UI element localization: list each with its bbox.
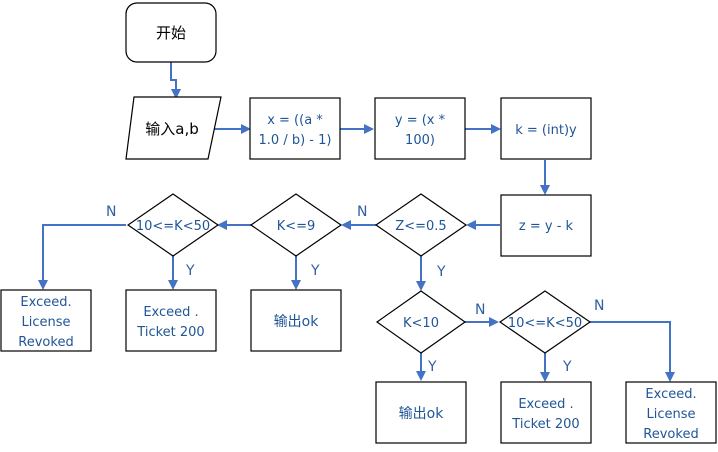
output-ticket-bottom-line1: Exceed . bbox=[518, 397, 573, 412]
output-ok-top: 输出ok bbox=[250, 289, 342, 352]
start-node: 开始 bbox=[125, 2, 217, 63]
arrow-range-no-to-revoked bbox=[38, 224, 126, 290]
start-label: 开始 bbox=[156, 24, 186, 42]
output-revoked-bottom-line2: License bbox=[646, 407, 695, 422]
yes-label: Y bbox=[427, 359, 437, 375]
process-y: y = (x * 100) bbox=[374, 97, 466, 160]
output-revoked-bottom: Exceed. License Revoked bbox=[625, 381, 717, 444]
arrow-range2-no-to-revoked bbox=[590, 321, 675, 382]
decision-range-top: 10<=K<50 bbox=[126, 193, 220, 257]
output-ticket-top: Exceed . Ticket 200 bbox=[125, 289, 217, 352]
process-y-line1: y = (x * bbox=[395, 113, 446, 128]
yes-label: Y bbox=[562, 359, 572, 375]
yes-label: Y bbox=[436, 264, 446, 280]
process-y-line2: 100) bbox=[405, 133, 435, 148]
input-label: 输入a,b bbox=[145, 120, 198, 138]
output-ticket-top-line2: Ticket 200 bbox=[136, 325, 204, 340]
process-z-label: z = y - k bbox=[519, 219, 574, 234]
process-x-line2: 1.0 / b) - 1) bbox=[259, 133, 332, 148]
decision-range-bottom-label: 10<=K<50 bbox=[508, 316, 582, 331]
no-label: N bbox=[594, 298, 604, 314]
connectors bbox=[38, 62, 675, 382]
output-revoked-top-line2: License bbox=[21, 315, 70, 330]
output-revoked-bottom-line1: Exceed. bbox=[645, 387, 696, 402]
decision-range-bottom: 10<=K<50 bbox=[498, 290, 592, 354]
yes-label: Y bbox=[310, 263, 320, 279]
output-ticket-top-line1: Exceed . bbox=[143, 305, 198, 320]
output-revoked-top-line1: Exceed. bbox=[20, 295, 71, 310]
process-z: z = y - k bbox=[500, 194, 592, 257]
process-k: k = (int)y bbox=[500, 97, 592, 160]
output-ok-top-label: 输出ok bbox=[274, 314, 320, 330]
no-label: N bbox=[475, 302, 485, 318]
output-revoked-top: Exceed. License Revoked bbox=[0, 289, 92, 352]
process-x-line1: x = ((a * bbox=[267, 113, 323, 128]
input-node: 输入a,b bbox=[125, 96, 222, 160]
no-label: N bbox=[106, 204, 116, 220]
output-ok-bottom: 输出ok bbox=[375, 381, 467, 444]
output-ticket-bottom-line2: Ticket 200 bbox=[511, 417, 579, 432]
decision-k10: K<10 bbox=[375, 290, 467, 354]
decision-k9-label: K<=9 bbox=[277, 219, 316, 234]
decision-k10-label: K<10 bbox=[403, 316, 439, 331]
decision-k9: K<=9 bbox=[249, 193, 343, 257]
decision-range-top-label: 10<=K<50 bbox=[136, 219, 210, 234]
arrow-start-to-input bbox=[170, 62, 181, 99]
yes-label: Y bbox=[185, 263, 195, 279]
decision-z: Z<=0.5 bbox=[374, 193, 468, 257]
decision-z-label: Z<=0.5 bbox=[395, 219, 446, 234]
process-x: x = ((a * 1.0 / b) - 1) bbox=[249, 97, 341, 160]
output-ticket-bottom: Exceed . Ticket 200 bbox=[500, 381, 592, 444]
process-k-label: k = (int)y bbox=[515, 123, 577, 138]
output-revoked-bottom-line3: Revoked bbox=[643, 427, 698, 442]
output-revoked-top-line3: Revoked bbox=[18, 335, 73, 350]
output-ok-bottom-label: 输出ok bbox=[399, 406, 445, 422]
no-label: N bbox=[357, 204, 367, 220]
branch-labels: N Y Y N Y N Y Y N bbox=[106, 204, 604, 375]
